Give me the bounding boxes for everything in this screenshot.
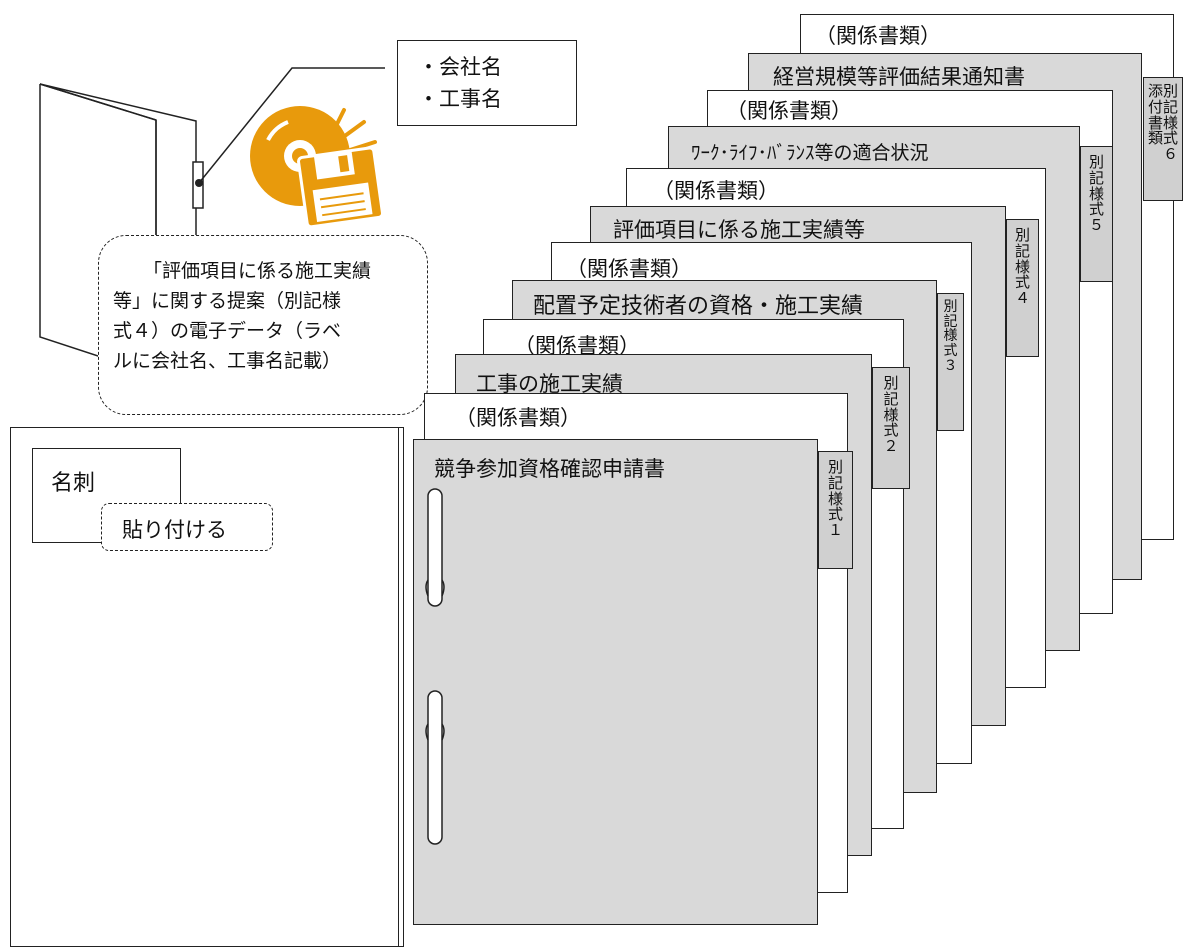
form5-related-label: （関係書類） — [726, 99, 852, 123]
form6-tab-col2: 添付書類 — [1148, 82, 1164, 148]
form6-cover-title: 経営規模等評価結果通知書 — [773, 65, 1025, 89]
note-line-3: 式４）の電子データ（ラベ — [113, 320, 342, 342]
form1-related-label: （関係書類） — [455, 406, 581, 430]
floppy-disk-icon — [297, 146, 384, 229]
binder-pins — [425, 488, 445, 845]
paste-note: 貼り付ける — [101, 503, 273, 551]
binder-pin-bottom-front — [427, 690, 443, 845]
paste-note-text: 貼り付ける — [122, 518, 227, 542]
note-line-1: 「評価項目に係る施工実績 — [143, 260, 372, 282]
form1-cover-page: 競争参加資格確認申請書 — [413, 439, 818, 925]
note-line-2: 等」に関する提案（別記様 — [113, 290, 342, 312]
note-line-4: ルに会社名、工事名記載） — [113, 350, 342, 372]
form2-related-label: （関係書類） — [514, 334, 640, 358]
form4-cover-title: 評価項目に係る施工実績等 — [613, 218, 865, 242]
folder-fold-line — [39, 83, 157, 121]
form1-cover-title: 競争参加資格確認申請書 — [434, 457, 665, 481]
form6-related-label: （関係書類） — [815, 24, 941, 48]
folder-label-box: ・会社名 ・工事名 — [397, 40, 577, 126]
form2-cover-title: 工事の施工実績 — [476, 372, 623, 396]
binder-spine-line — [398, 427, 399, 947]
form3-related-label: （関係書類） — [566, 257, 692, 281]
binder-pin-top-front — [427, 488, 443, 607]
folder-callout-line — [198, 67, 385, 184]
folder-label-project: ・工事名 — [418, 87, 502, 111]
form3-cover-title: 配置予定技術者の資格・施工実績 — [533, 294, 864, 319]
business-card-label: 名刺 — [51, 471, 96, 496]
electronic-media-icons — [250, 106, 384, 229]
form4-related-label: （関係書類） — [653, 179, 779, 203]
form5-cover-title: ﾜｰｸ･ﾗｲﾌ･ﾊﾞﾗﾝｽ等の適合状況 — [691, 142, 929, 164]
electronic-data-note: 「評価項目に係る施工実績 等」に関する提案（別記様 式４）の電子データ（ラベ ル… — [98, 235, 428, 415]
folder-label-company: ・会社名 — [418, 55, 502, 79]
